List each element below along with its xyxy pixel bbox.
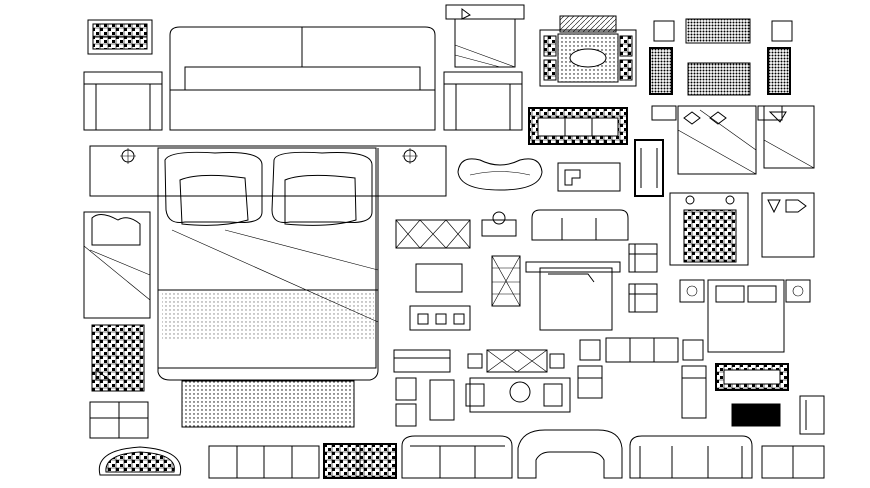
sofa-icon bbox=[761, 445, 825, 479]
armchair-icon bbox=[443, 71, 523, 131]
curved-sofa-icon bbox=[457, 158, 543, 191]
tv-unit-icon bbox=[395, 219, 471, 249]
rug-icon bbox=[649, 18, 793, 96]
double-bed-icon bbox=[679, 279, 811, 353]
dining-set-icon bbox=[409, 305, 471, 331]
double-bed-icon bbox=[651, 105, 783, 175]
sofa-icon bbox=[715, 363, 789, 391]
sofa-icon bbox=[401, 435, 513, 479]
armchair-icon bbox=[681, 365, 707, 419]
dining-set-icon bbox=[539, 15, 637, 87]
armchair-icon bbox=[89, 401, 149, 439]
curved-sofa-icon bbox=[517, 429, 623, 479]
curved-sofa-icon bbox=[98, 446, 182, 476]
sofa-chair-icon bbox=[87, 19, 153, 55]
armchair-icon bbox=[83, 71, 163, 131]
armchair-icon bbox=[799, 395, 825, 435]
sofa-icon bbox=[169, 26, 436, 131]
shelf-icon bbox=[491, 255, 521, 307]
tv-unit-icon bbox=[634, 139, 664, 197]
sofa-icon bbox=[528, 107, 628, 145]
armchair-icon bbox=[628, 283, 658, 313]
single-bed-icon bbox=[761, 192, 815, 258]
armchair-icon bbox=[577, 365, 603, 399]
sofa-icon bbox=[323, 443, 397, 479]
tv-unit-icon bbox=[393, 349, 451, 373]
sofa-icon bbox=[629, 435, 753, 479]
sofa-icon bbox=[531, 209, 629, 241]
single-bed-icon bbox=[763, 105, 815, 169]
coffee-table-icon bbox=[415, 263, 463, 293]
rug-icon bbox=[181, 380, 355, 428]
sofa-icon bbox=[208, 445, 320, 479]
dining-set-icon bbox=[465, 349, 571, 413]
double-bed-icon bbox=[669, 192, 749, 266]
single-bed-icon bbox=[525, 261, 621, 331]
coffee-table-icon bbox=[557, 162, 621, 192]
lamp-icon bbox=[481, 211, 517, 237]
nightstand-icon bbox=[395, 377, 455, 427]
single-bed-icon bbox=[83, 211, 151, 319]
armchair-icon bbox=[628, 243, 658, 273]
sofa-icon bbox=[579, 337, 704, 363]
rug-icon bbox=[731, 403, 781, 427]
double-bed-icon bbox=[445, 4, 525, 68]
double-bed-icon bbox=[89, 145, 447, 381]
rug-icon bbox=[91, 324, 145, 392]
